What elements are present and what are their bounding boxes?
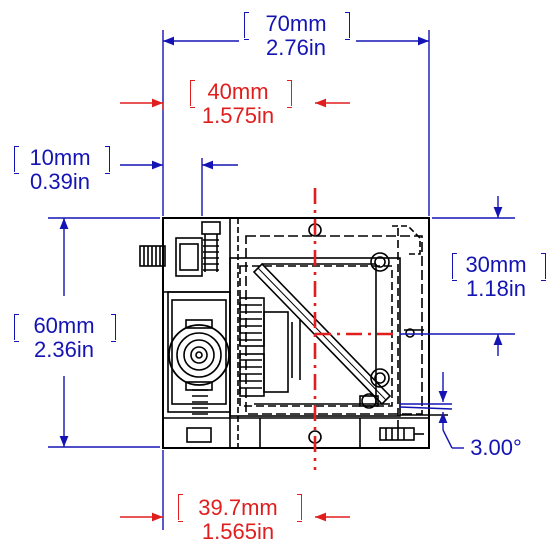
dimension-lines [48,30,515,530]
centerlines [313,188,400,470]
bracket-beam-height [452,253,546,281]
bracket-left-offset [14,146,110,174]
dim-left-offset-metric: 10mm [29,145,91,170]
red-dimension-lines [120,98,350,522]
dim-center-offset-imperial: 1.575in [201,103,275,128]
dim-width-total-metric: 70mm [265,11,327,36]
dim-beam-position-imperial: 1.565in [201,519,275,544]
mount-body [139,217,448,449]
dim-center-offset: 40mm 1.575in [176,80,300,128]
dim-width-total: 70mm 2.76in [240,12,352,60]
dim-beam-position-metric: 39.7mm [198,495,278,520]
bracket-height-total [14,314,116,342]
dim-height-total-imperial: 2.36in [34,337,94,362]
dim-height-total: 60mm 2.36in [4,314,124,362]
dim-center-offset-metric: 40mm [207,79,269,104]
dim-beam-height-metric: 30mm [465,252,527,277]
dim-width-total-imperial: 2.76in [266,35,326,60]
dim-left-offset-imperial: 0.39in [30,169,90,194]
bracket-width-total [244,12,350,40]
bracket-beam-position [178,494,302,522]
bracket-center-offset [190,80,292,108]
dim-beam-height: 30mm 1.18in [446,253,546,301]
dim-height-total-metric: 60mm [33,313,95,338]
dim-beam-height-imperial: 1.18in [466,276,526,301]
dim-beam-position: 39.7mm 1.565in [170,496,306,544]
dim-angle: 3.00° [470,435,522,460]
dim-left-offset: 10mm 0.39in [6,146,114,194]
